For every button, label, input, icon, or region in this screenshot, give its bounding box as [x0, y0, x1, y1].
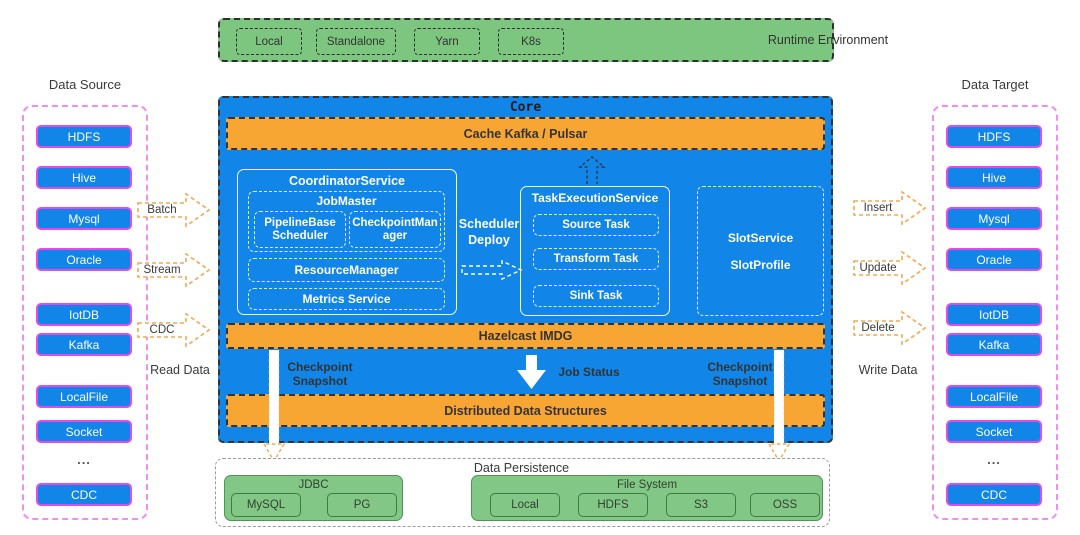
coordinator-service-title: CoordinatorService	[288, 174, 405, 188]
stream-arrow-label: Stream	[143, 264, 181, 276]
cache-kafka-pulsar-bar: Cache Kafka / Pulsar	[226, 117, 825, 150]
checkpoint-snapshot-right-label: Checkpoint Snapshot	[707, 360, 773, 388]
job-status-arrow	[517, 355, 546, 389]
source-item-hive: Hive	[36, 166, 132, 189]
snapshot-down-arrow-left	[262, 350, 286, 463]
hazelcast-imdg-bar: Hazelcast IMDG	[226, 323, 825, 349]
task-execution-service-box: TaskExecutionService Source Task Transfo…	[520, 186, 670, 316]
task-execution-service-title: TaskExecutionService	[531, 190, 659, 205]
target-item-oracle: Oracle	[946, 248, 1042, 271]
delete-arrow: Delete	[852, 308, 928, 353]
source-item-hdfs: HDFS	[36, 125, 132, 148]
insert-arrow: Insert	[852, 188, 928, 233]
core-title: Core	[509, 100, 542, 115]
coordinator-service-box: CoordinatorService JobMaster PipelineBas…	[237, 169, 457, 315]
source-item-oracle: Oracle	[36, 248, 132, 271]
runtime-environment-title: Runtime Environment	[767, 33, 889, 47]
data-source-panel: HDFS Hive Mysql Oracle IotDB Kafka Local…	[22, 105, 148, 520]
fs-item-local: Local	[490, 493, 560, 517]
distributed-data-structures-bar: Distributed Data Structures	[226, 394, 825, 427]
read-data-label: Read Data	[150, 363, 210, 377]
core-box: Core Cache Kafka / Pulsar CoordinatorSer…	[218, 96, 833, 443]
data-persistence-title: Data Persistence	[473, 461, 570, 475]
cdc-arrow-label: CDC	[149, 324, 175, 336]
batch-arrow-shape	[137, 192, 211, 228]
target-item-iotdb: IotDB	[946, 303, 1042, 326]
jdbc-item-mysql: MySQL	[231, 493, 301, 517]
runtime-item-yarn: Yarn	[414, 28, 480, 55]
file-system-group: File System Local HDFS S3 OSS	[471, 475, 823, 521]
checkpoint-manager-box: CheckpointManager	[349, 211, 441, 248]
insert-arrow-label: Insert	[863, 202, 893, 214]
scheduler-deploy-arrow	[461, 259, 523, 281]
metrics-service-box: Metrics Service	[248, 288, 445, 310]
data-source-title: Data Source	[48, 76, 122, 92]
source-item-ellipsis: ...	[77, 451, 91, 467]
delete-arrow-shape	[853, 310, 927, 346]
target-item-hive: Hive	[946, 166, 1042, 189]
runtime-item-local: Local	[236, 28, 302, 55]
stream-arrow-shape	[137, 252, 211, 288]
slot-profile-label: SlotProfile	[730, 257, 791, 272]
stream-arrow: Stream	[136, 250, 212, 295]
snapshot-down-arrow-right	[767, 350, 791, 463]
data-persistence-box: Data Persistence JDBC MySQL PG File Syst…	[215, 458, 830, 527]
update-arrow: Update	[852, 248, 928, 293]
target-item-ellipsis: ...	[987, 451, 1001, 467]
sink-task-box: Sink Task	[533, 285, 659, 307]
scheduler-deploy-label: Scheduler Deploy	[458, 217, 520, 247]
source-item-localfile: LocalFile	[36, 385, 132, 408]
source-item-mysql: Mysql	[36, 207, 132, 230]
jdbc-item-pg: PG	[327, 493, 397, 517]
checkpoint-snapshot-left-label: Checkpoint Snapshot	[287, 360, 353, 388]
batch-arrow: Batch	[136, 190, 212, 235]
fs-item-s3: S3	[666, 493, 736, 517]
resource-manager-box: ResourceManager	[248, 258, 445, 282]
target-item-mysql: Mysql	[946, 207, 1042, 230]
target-item-socket: Socket	[946, 420, 1042, 443]
source-item-socket: Socket	[36, 420, 132, 443]
delete-arrow-label: Delete	[861, 322, 895, 334]
target-item-cdc: CDC	[946, 483, 1042, 506]
runtime-item-standalone: Standalone	[316, 28, 396, 55]
batch-arrow-label: Batch	[147, 204, 177, 216]
job-master-title: JobMaster	[316, 193, 377, 208]
job-status-label: Job Status	[558, 365, 620, 379]
cdc-arrow-shape	[137, 312, 211, 348]
target-item-localfile: LocalFile	[946, 385, 1042, 408]
fs-item-oss: OSS	[750, 493, 820, 517]
target-item-kafka: Kafka	[946, 333, 1042, 356]
source-item-cdc: CDC	[36, 483, 132, 506]
transform-task-box: Transform Task	[533, 248, 659, 270]
source-item-iotdb: IotDB	[36, 303, 132, 326]
jdbc-title: JDBC	[298, 478, 329, 491]
slot-service-label: SlotService	[727, 230, 794, 245]
runtime-environment-box: Local Standalone Yarn K8s Runtime Enviro…	[218, 18, 888, 62]
slot-service-box: SlotService SlotProfile	[697, 186, 824, 316]
jdbc-group: JDBC MySQL PG	[224, 475, 403, 521]
file-system-title: File System	[616, 478, 678, 491]
source-task-box: Source Task	[533, 214, 659, 236]
runtime-item-k8s: K8s	[498, 28, 564, 55]
fs-item-hdfs: HDFS	[578, 493, 648, 517]
update-arrow-shape	[853, 250, 927, 286]
target-item-hdfs: HDFS	[946, 125, 1042, 148]
data-target-title: Data Target	[961, 76, 1029, 92]
update-arrow-label: Update	[859, 262, 897, 274]
data-target-panel: HDFS Hive Mysql Oracle IotDB Kafka Local…	[932, 105, 1058, 520]
job-master-box: JobMaster PipelineBase Scheduler Checkpo…	[248, 191, 445, 252]
pipeline-base-scheduler-box: PipelineBase Scheduler	[254, 211, 346, 248]
insert-arrow-shape	[853, 190, 927, 226]
source-item-kafka: Kafka	[36, 333, 132, 356]
write-data-label: Write Data	[858, 363, 918, 377]
cache-up-arrow	[578, 156, 606, 184]
cdc-arrow: CDC	[136, 310, 212, 355]
